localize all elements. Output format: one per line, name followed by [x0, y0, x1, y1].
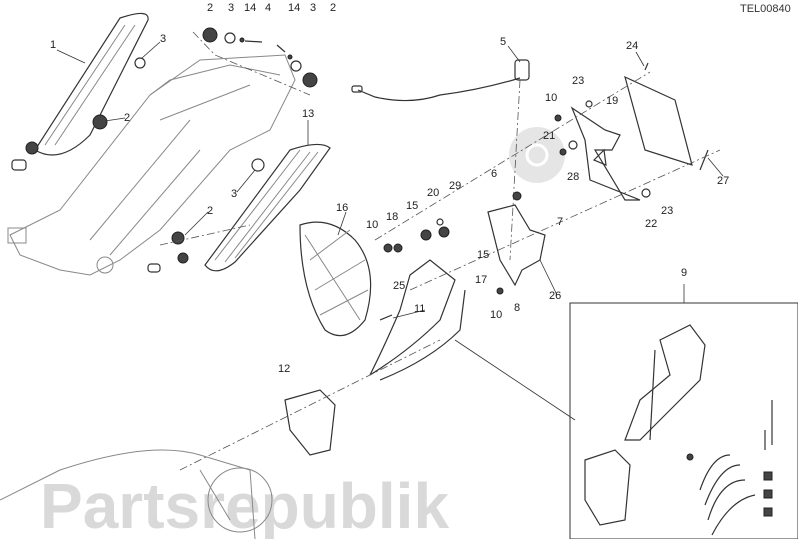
license-plate-bracket-part: [374, 62, 721, 291]
callout-1: 1: [50, 39, 56, 51]
callout-12: 12: [278, 363, 290, 375]
callout-3: 3: [228, 2, 234, 14]
callout-16: 16: [336, 202, 348, 214]
callout-8: 8: [514, 302, 520, 314]
callout-2: 2: [207, 2, 213, 14]
callout-29: 29: [449, 180, 461, 192]
rear-guard-part: [0, 339, 576, 539]
callout-5: 5: [500, 36, 506, 48]
callout-labels: 1 2 3 14 4 14 3 2 3 2 13 3 2 16 10 18 15…: [50, 2, 729, 375]
callout-3: 3: [160, 33, 166, 45]
callout-10: 10: [366, 219, 378, 231]
callout-3: 3: [231, 188, 237, 200]
callout-23: 23: [661, 205, 673, 217]
right-tail-light-part: [147, 143, 331, 273]
callout-15: 15: [406, 200, 418, 212]
callout-28: 28: [567, 171, 579, 183]
diagram-reference-code: TEL00840: [740, 3, 791, 15]
callout-4: 4: [265, 2, 271, 14]
support-bracket-part: [369, 218, 466, 381]
leader-lines: [56, 41, 724, 319]
left-tail-light-part: [11, 12, 149, 171]
grommets-top: [134, 27, 318, 172]
callout-9: 9: [681, 267, 687, 279]
callout-11: 11: [414, 303, 425, 315]
callout-18: 18: [386, 211, 398, 223]
mudguard-bracket-part: [487, 191, 546, 295]
callout-14: 14: [244, 2, 256, 14]
callout-15: 15: [477, 249, 489, 261]
callout-3: 3: [310, 2, 316, 14]
svg-text:Partsrepublik: Partsrepublik: [40, 470, 449, 539]
wiring-harness-part: [351, 59, 530, 102]
callout-10: 10: [545, 92, 557, 104]
callout-27: 27: [717, 175, 729, 187]
rear-subframe: [7, 54, 296, 276]
callout-14: 14: [288, 2, 300, 14]
callout-17: 17: [475, 274, 487, 286]
callout-6: 6: [491, 168, 497, 180]
callout-25: 25: [393, 280, 405, 292]
callout-20: 20: [427, 187, 439, 199]
callout-10: 10: [490, 309, 502, 321]
callout-23: 23: [572, 75, 584, 87]
callout-2: 2: [330, 2, 336, 14]
callout-22: 22: [645, 218, 657, 230]
callout-2: 2: [207, 205, 213, 217]
callout-21: 21: [543, 130, 555, 142]
callout-13: 13: [302, 108, 314, 120]
callout-2: 2: [124, 112, 130, 124]
watermark: Partsrepublik: [40, 470, 449, 539]
callout-26: 26: [549, 290, 561, 302]
gear-watermark-icon: [509, 127, 565, 183]
callout-24: 24: [626, 40, 638, 52]
callout-19: 19: [606, 95, 618, 107]
reflector-housing-part: [299, 221, 372, 337]
callout-7: 7: [557, 216, 563, 228]
kit-inset-box: [569, 284, 798, 539]
